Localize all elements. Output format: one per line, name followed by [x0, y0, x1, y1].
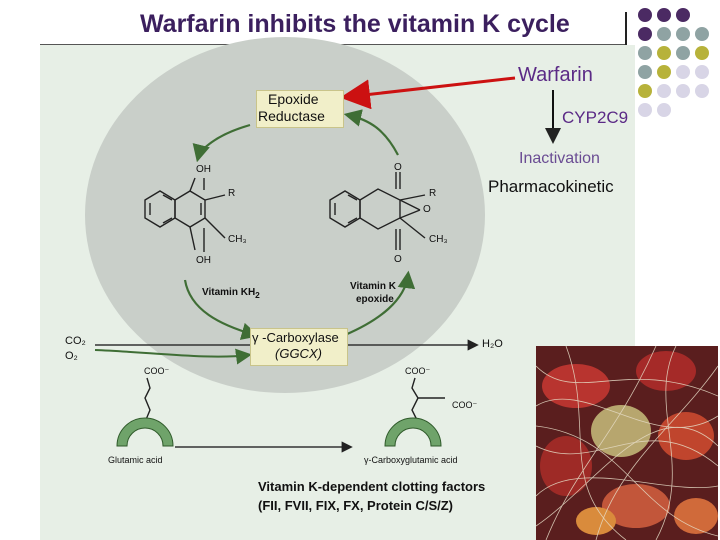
title-divider	[625, 12, 627, 50]
glutamic-acid-chain	[144, 377, 151, 423]
dot	[638, 103, 652, 117]
inactivation-label: Inactivation	[519, 150, 600, 167]
dot	[657, 8, 671, 22]
coo-right-bottom-label: COO⁻	[452, 400, 478, 410]
dot	[657, 46, 671, 60]
carboxylase-box	[250, 328, 348, 366]
gla-protein-icon	[384, 417, 442, 447]
dot	[695, 65, 709, 79]
dot	[657, 27, 671, 41]
dot	[638, 27, 652, 41]
clot-micrograph-image	[536, 346, 718, 540]
clotting-factors-line1: Vitamin K-dependent clotting factors	[258, 479, 486, 494]
arrow-reductase-to-kh2	[192, 123, 251, 163]
carboxyglutamic-acid-label: γ-Carboxyglutamic acid	[364, 455, 458, 465]
vitamin-kh2-structure	[144, 177, 226, 251]
arrow-carboxylase-to-epoxide	[344, 270, 416, 337]
glutamic-acid-protein-icon	[116, 417, 174, 447]
ggcx-label: (GGCX)	[275, 346, 322, 361]
r-right-label: R	[429, 188, 437, 199]
vitamin-k-epoxide-structure	[329, 172, 426, 250]
cyp2c9-label: CYP2C9	[562, 108, 629, 127]
dot	[676, 8, 690, 22]
dot	[638, 8, 652, 22]
ch3-right-label: CH₃	[429, 234, 448, 245]
vitamin-k-epoxide-label-1: Vitamin K	[350, 281, 396, 292]
coo-right-top-label: COO⁻	[405, 366, 431, 376]
arrow-kh2-to-carboxylase	[183, 279, 260, 340]
gla-chain	[411, 377, 445, 423]
dot	[676, 65, 690, 79]
pharmacokinetic-label: Pharmacokinetic	[488, 177, 614, 196]
dot	[657, 65, 671, 79]
o-top-label: O	[394, 162, 402, 173]
dot	[638, 84, 652, 98]
clotting-factors-line2: (FII, FVII, FIX, FX, Protein C/S/Z)	[258, 498, 454, 513]
o-bottom-label: O	[394, 254, 402, 265]
vitamin-k-epoxide-label-2: epoxide	[356, 294, 394, 305]
oh-top-label: OH	[196, 164, 211, 175]
slide-title: Warfarin inhibits the vitamin K cycle	[140, 10, 570, 38]
dot	[638, 46, 652, 60]
co2-o2-input-arrow	[94, 348, 252, 365]
vitamin-kh2-text: Vitamin KH	[202, 287, 256, 298]
warfarin-label: Warfarin	[518, 64, 593, 86]
vitamin-kh2-subscript: 2	[255, 290, 260, 300]
dot	[676, 27, 690, 41]
oh-bottom-label: OH	[196, 255, 211, 266]
r-left-label: R	[228, 188, 236, 199]
dot	[676, 46, 690, 60]
reductase-label: Reductase	[258, 108, 325, 124]
ch3-left-label: CH₃	[228, 234, 247, 245]
epoxide-reductase-box	[256, 90, 344, 128]
dot	[695, 46, 709, 60]
dot	[695, 84, 709, 98]
h2o-label: H₂O	[482, 338, 503, 350]
dot	[638, 65, 652, 79]
co2-label: CO₂	[65, 335, 86, 347]
dot	[657, 103, 671, 117]
dot	[676, 84, 690, 98]
glutamic-acid-label: Glutamic acid	[108, 455, 163, 465]
clot-micrograph-drawing	[536, 346, 718, 540]
dot	[657, 84, 671, 98]
vitamin-kh2-label: Vitamin KH2	[202, 287, 260, 300]
coo-left-label: COO⁻	[144, 366, 170, 376]
carboxylase-label: γ -Carboxylase	[252, 330, 339, 345]
epoxide-label: Epoxide	[268, 91, 319, 107]
o-epoxide-label: O	[423, 204, 431, 215]
arrow-epoxide-to-reductase	[343, 109, 399, 156]
dot	[695, 27, 709, 41]
warfarin-inhibition-arrow	[340, 76, 516, 110]
o2-label: O₂	[65, 350, 78, 362]
cycle-circle	[85, 37, 485, 393]
